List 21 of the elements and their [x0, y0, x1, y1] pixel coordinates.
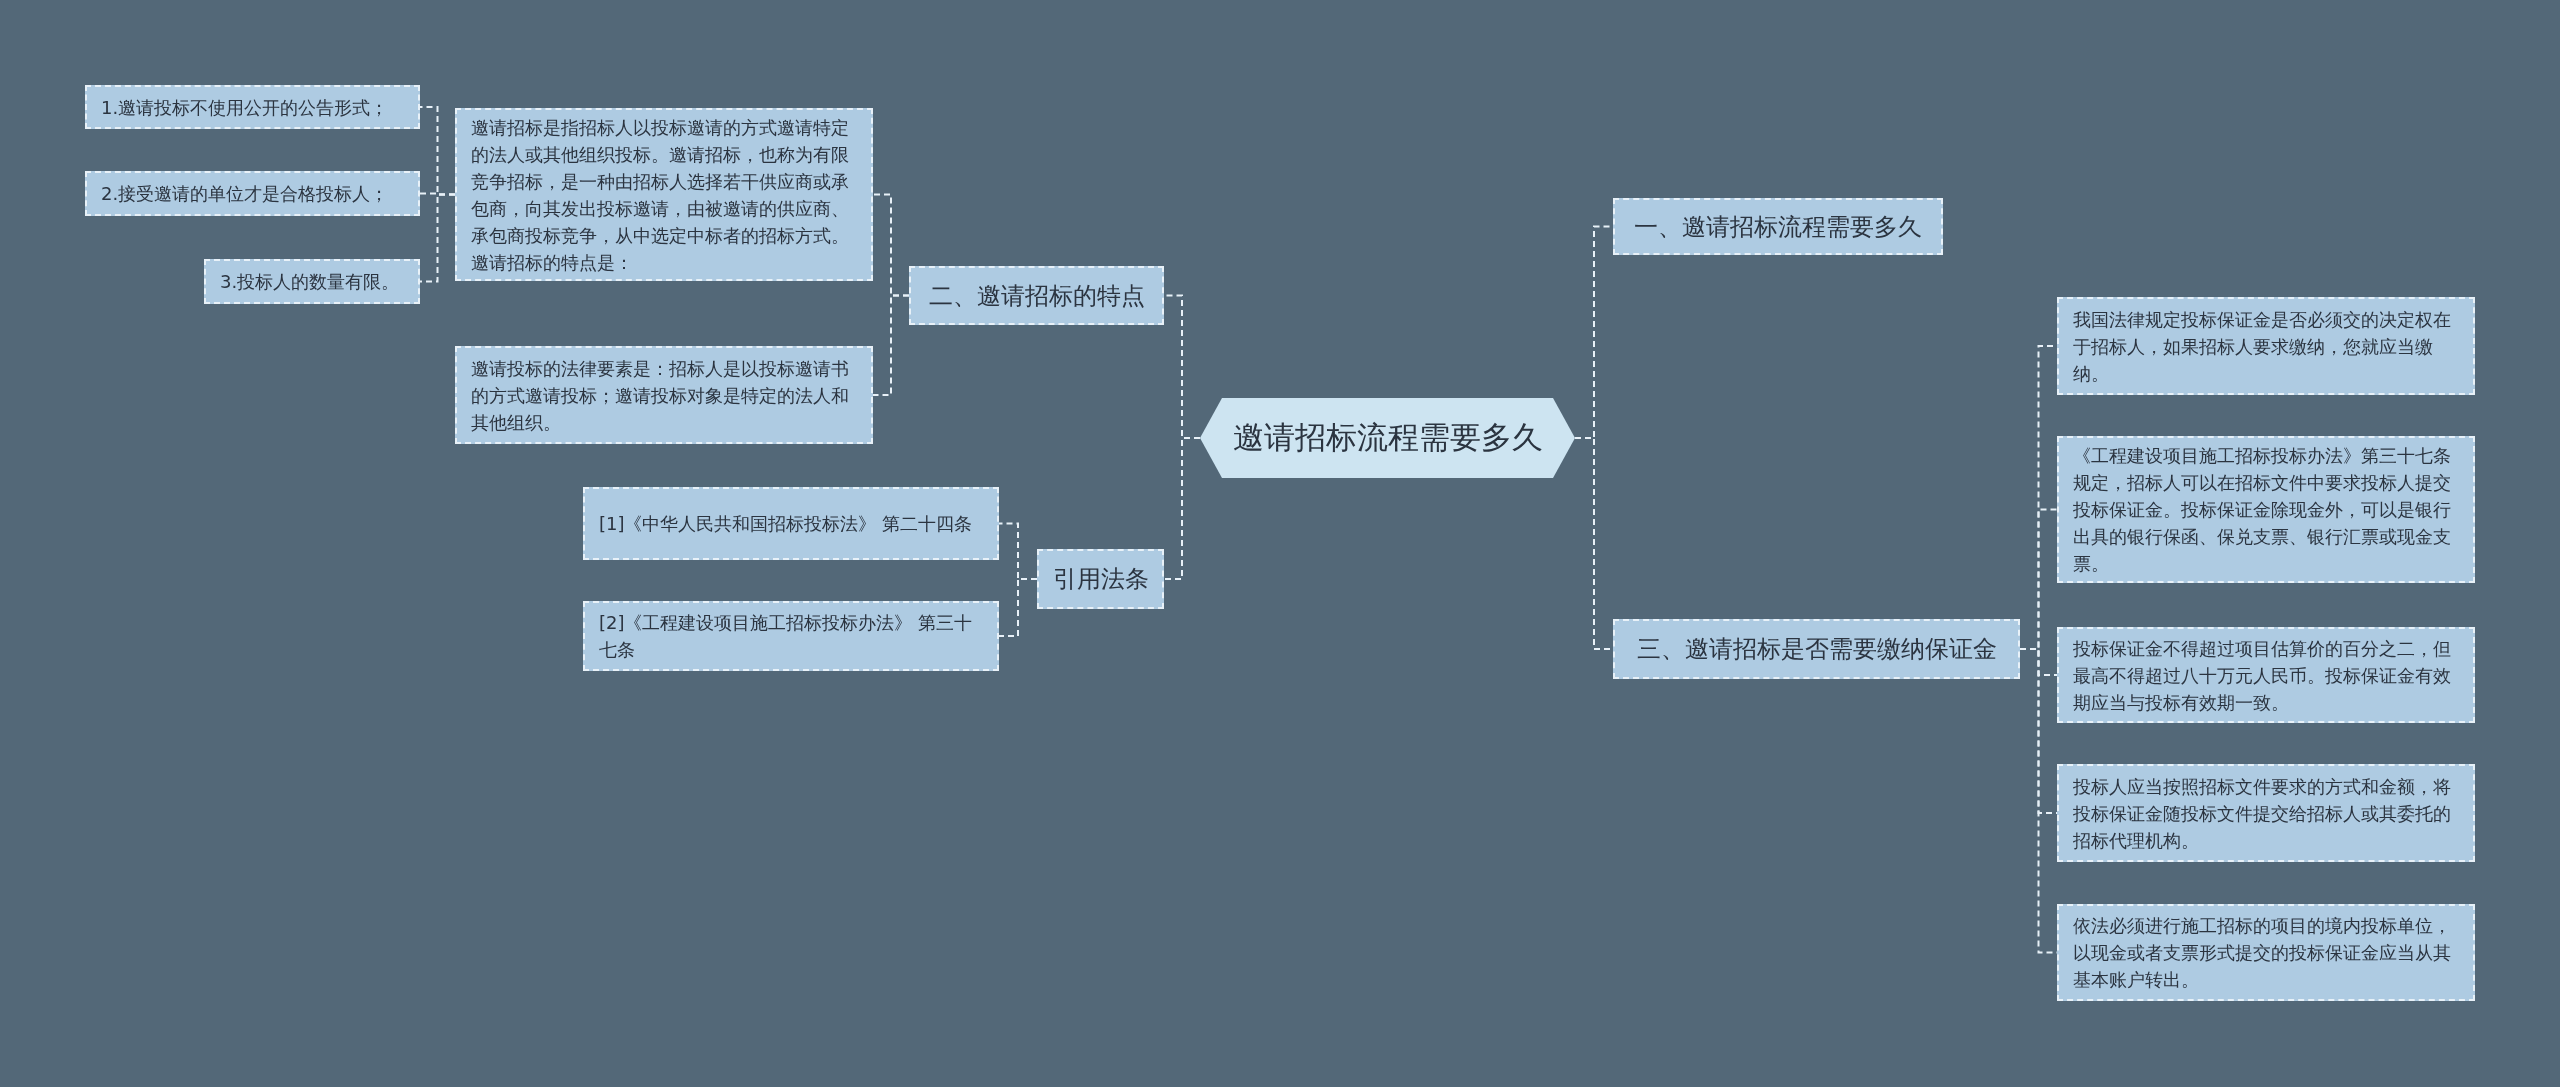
note-box: 邀请投标的法律要素是：招标人是以投标邀请书的方式邀请投标；邀请投标对象是特定的法人和其他组织。: [455, 346, 873, 444]
note-box: 投标保证金不得超过项目估算价的百分之二，但最高不得超过八十万元人民币。投标保证金有效期应当与投标有效期一致。: [2057, 627, 2475, 723]
note-box: 依法必须进行施工招标的项目的境内投标单位，以现金或者支票形式提交的投标保证金应当从其基本账户转出。: [2057, 904, 2475, 1001]
topic-box: 引用法条: [1037, 549, 1164, 609]
note-box: 《工程建设项目施工招标投标办法》第三十七条规定，招标人可以在招标文件中要求投标人提交投标保证金。投标保证金除现金外，可以是银行出具的银行保函、保兑支票、银行汇票或现金支票。: [2057, 436, 2475, 583]
topic-box: 一、邀请招标流程需要多久: [1613, 198, 1943, 255]
connector-line: [872, 294, 910, 396]
note-box: 1.邀请投标不使用公开的公告形式；: [85, 85, 420, 129]
note-box: 投标人应当按照招标文件要求的方式和金额，将投标保证金随投标文件提交给招标人或其委托的招标代理机构。: [2057, 764, 2475, 862]
note-box: [1]《中华人民共和国招标投标法》 第二十四条: [583, 487, 999, 560]
topic-box: 三、邀请招标是否需要缴纳保证金: [1613, 619, 2020, 679]
note-box: 邀请招标是指招标人以投标邀请的方式邀请特定的法人或其他组织投标。邀请招标，也称为有限竞争招标，是一种由招标人选择若干供应商或承包商，向其发出投标邀请，由被邀请的供应商、承包商投标竞争，从中选定中标者的招标方式。邀请招标的特点是：: [455, 108, 873, 281]
note-box: [2]《工程建设项目施工招标投标办法》 第三十七条: [583, 601, 999, 671]
connector-line: [419, 193, 456, 283]
connector-line: [998, 578, 1038, 637]
note-box: 3.投标人的数量有限。: [204, 259, 420, 304]
central-topic-hexagon: 邀请招标流程需要多久: [1200, 398, 1575, 478]
topic-box: 二、邀请招标的特点: [909, 266, 1164, 325]
note-box: 2.接受邀请的单位才是合格投标人；: [85, 171, 420, 216]
connector-line: [1163, 437, 1201, 580]
note-box: 我国法律规定投标保证金是否必须交的决定权在于招标人，如果招标人要求缴纳，您就应当缴纳。: [2057, 297, 2475, 395]
